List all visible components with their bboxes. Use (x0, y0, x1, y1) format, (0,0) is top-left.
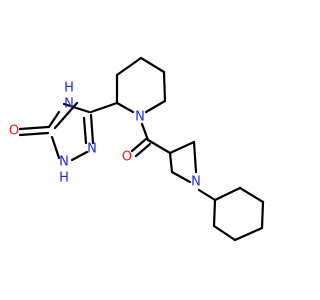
bond-pip-c6-n (144, 99, 167, 114)
atom-piperidine-n: N (135, 110, 145, 125)
bond-n2-c3 (89, 113, 95, 145)
bond-c3-c5-upper (62, 102, 91, 114)
bond-pip-c5-c6 (162, 70, 167, 103)
bond-n-cy1 (197, 188, 217, 202)
bond-n1-n2 (70, 150, 89, 162)
bond-c3-c2 (89, 101, 119, 114)
bond-c5-n1 (50, 135, 61, 160)
bond-cy3-cy4 (233, 226, 264, 242)
bond-pip-c3-c4 (115, 56, 143, 77)
molecule-structure-diagram: O N H N N H N O N (9, 56, 265, 242)
atom-amide-oxygen: O (122, 150, 132, 165)
atom-triazole-n-bridge: N (87, 142, 97, 157)
bond-az-c2-n (192, 140, 198, 174)
bond-az-n-c4 (170, 170, 192, 184)
bond-az-c4-c3 (168, 151, 174, 174)
atom-triazole-nh-bottom-n: N (59, 155, 69, 170)
bond-cy2-cy3 (212, 224, 237, 242)
bond-pip-n-c2 (115, 101, 135, 114)
atom-oxygen-carbonyl: O (9, 124, 19, 139)
bond-pip-c4-c5 (139, 56, 166, 74)
bond-n-co (140, 122, 150, 142)
bond-cy4-cy5 (260, 200, 265, 230)
atom-labels: O N H N N H N O N (9, 81, 201, 190)
bond-cy1-cy2 (212, 198, 217, 228)
bonds (18, 56, 265, 242)
bond-n4-c5 (47, 110, 61, 129)
bond-n2-c3-double (82, 116, 88, 145)
bond-c5-o-b (18, 131, 50, 137)
bond-cy6-cy1 (213, 186, 242, 202)
atom-triazole-nh-bottom-h: H (59, 171, 69, 186)
atom-azetidine-n: N (191, 175, 201, 190)
bond-c5-o-a (18, 125, 50, 131)
bond-co-o-a (130, 137, 148, 153)
atom-triazole-nh-top-h: H (64, 81, 74, 96)
bond-az-c3-c2 (168, 140, 196, 155)
bond-co-azc3 (146, 138, 172, 155)
bond-cy5-cy6 (238, 186, 265, 204)
bond-co-o-b (134, 142, 152, 158)
atom-triazole-nh-top-n: N (64, 97, 74, 112)
